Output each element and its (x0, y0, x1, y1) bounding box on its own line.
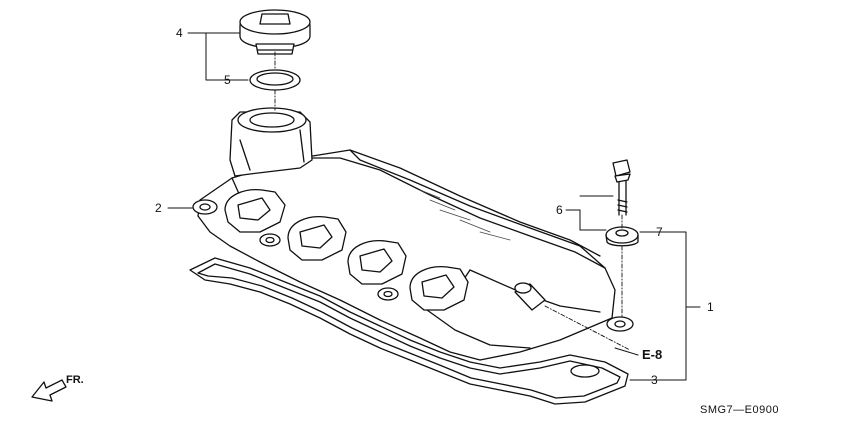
reference-e8: E-8 (642, 347, 663, 362)
callout-4: 4 (176, 26, 183, 40)
cover-bolt (612, 159, 631, 216)
callout-7: 7 (656, 225, 663, 239)
callout-2: 2 (155, 201, 162, 215)
front-direction-arrow (31, 379, 67, 402)
callout-1: 1 (707, 300, 714, 314)
callout-5: 5 (224, 73, 231, 87)
valve-cover (192, 107, 634, 361)
cap-o-ring (249, 69, 301, 91)
bolt-grommet (605, 226, 639, 247)
front-direction-label: FR. (66, 374, 84, 386)
callout-3: 3 (651, 373, 658, 387)
diagram-code: SMG7—E0900 (700, 404, 779, 416)
cover-gasket (189, 257, 629, 405)
callout-6: 6 (556, 203, 563, 217)
oil-filler-cap (239, 9, 311, 55)
